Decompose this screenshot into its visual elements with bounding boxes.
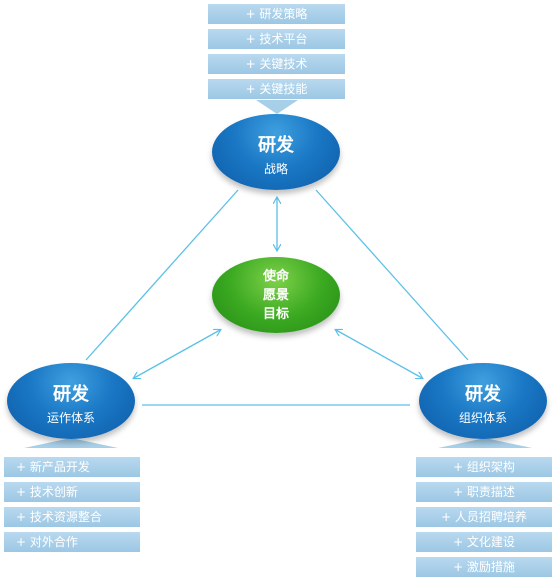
- node-mission-vision-goal: 使命 愿景 目标: [212, 257, 340, 333]
- right-list-item: + 职责描述: [416, 482, 552, 502]
- edge-top-right: [315, 189, 469, 361]
- node-subtitle: 运作体系: [46, 411, 95, 425]
- node-line-3: 目标: [262, 307, 289, 322]
- node-rd-operations: 研发 运作体系: [7, 363, 135, 439]
- right-list-item: + 文化建设: [416, 532, 552, 552]
- node-title: 研发: [465, 384, 501, 405]
- node-subtitle: 组织体系: [458, 411, 507, 425]
- node-line-1: 使命: [262, 269, 289, 284]
- edge-top-left: [85, 189, 239, 361]
- node-line-2: 愿景: [262, 288, 289, 303]
- node-rd-strategy: 研发 战略: [212, 114, 340, 190]
- right-list-item: + 激励措施: [416, 557, 552, 577]
- node-subtitle: 战略: [263, 162, 288, 176]
- arrow-right-center: [336, 330, 422, 378]
- top-list-item: + 技术平台: [208, 29, 345, 49]
- left-list-item: + 技术创新: [4, 482, 140, 502]
- left-list-item: + 技术资源整合: [4, 507, 140, 527]
- left-list-item: + 新产品开发: [4, 457, 140, 477]
- left-list-item: + 对外合作: [4, 532, 140, 552]
- arrow-left-center: [134, 330, 220, 378]
- top-list-item: + 关键技术: [208, 54, 345, 74]
- node-title: 研发: [258, 135, 294, 156]
- right-list-item: + 人员招聘培养: [416, 507, 552, 527]
- top-list-pointer: [256, 100, 298, 114]
- node-title: 研发: [53, 384, 89, 405]
- right-list-pointer: [438, 438, 532, 448]
- top-list-item: + 研发策略: [208, 4, 345, 24]
- top-list-item: + 关键技能: [208, 79, 345, 99]
- right-list-item: + 组织架构: [416, 457, 552, 477]
- left-list-pointer: [24, 438, 118, 448]
- node-rd-organization: 研发 组织体系: [419, 363, 547, 439]
